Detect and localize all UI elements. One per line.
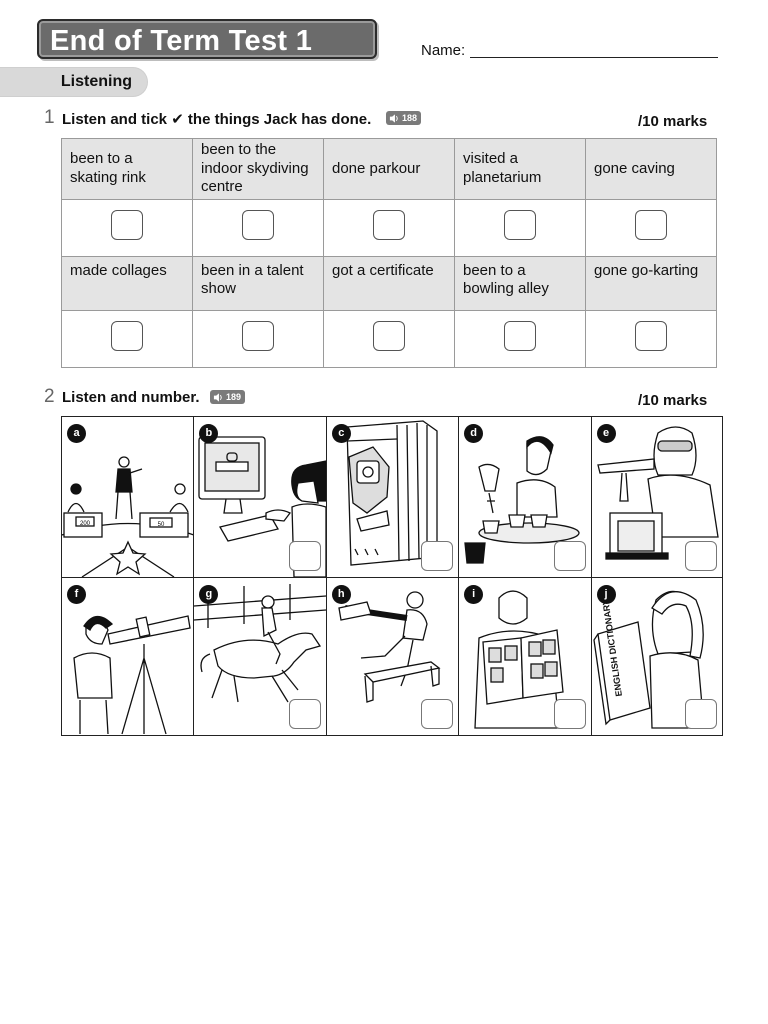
tick-box[interactable] [504,210,536,240]
question-2-instruction: Listen and number. [62,389,200,406]
activity-label: made collages [61,255,193,311]
picture-letter: i [464,585,484,604]
audio-track-189[interactable]: 189 [210,390,246,404]
tick-box[interactable] [242,210,274,240]
picture-letter: a [67,424,86,443]
number-box[interactable] [553,699,586,729]
question-2-marks: /10 marks [638,392,708,409]
picture-letter: c [331,424,351,443]
comic-reading-picture [474,590,564,729]
activities-table: been to a skating rink been to the indoo… [61,138,717,368]
picture-cell-d: d [458,416,591,578]
name-label: Name: [421,42,466,59]
audio-track-number: 189 [226,392,242,402]
tick-box[interactable] [635,321,667,351]
tick-box[interactable] [373,210,405,240]
talent-show-picture: 200 50 [62,456,194,577]
number-box[interactable] [684,541,717,571]
page-title: End of Term Test 1 [37,19,377,59]
picture-cell-j: ENGLISH DICTIONARY j [590,578,723,736]
question-1-number: 1 [44,107,55,128]
question-1-marks: /10 marks [638,113,708,130]
baking-cupcakes-picture [464,436,580,564]
audio-track-number: 188 [402,113,418,123]
number-box[interactable] [421,541,454,571]
tick-box[interactable] [373,321,405,351]
tick-box[interactable] [504,321,536,351]
picture-letter: g [199,585,219,604]
picture-letter: j [596,585,616,604]
audio-track-188[interactable]: 188 [386,111,422,125]
picture-cell-h: h [325,578,459,736]
activity-label: been to the indoor skydiving centre [192,138,324,200]
picture-cell-a: 200 50 a [61,416,194,578]
picture-letter: b [199,424,219,443]
activity-label: gone caving [585,138,717,200]
speaker-icon [389,113,398,123]
name-field[interactable] [470,57,718,58]
question-1-instruction: Listen and tick ✔ the things Jack has do… [62,111,372,128]
parkour-picture [338,591,441,703]
picture-letter: e [596,424,616,443]
number-box[interactable] [553,541,586,571]
tick-box[interactable] [111,210,143,240]
picture-cell-i: i [458,578,591,736]
tick-box[interactable] [635,210,667,240]
picture-grid: 200 50 a b [61,416,723,736]
picture-letter: f [67,585,86,604]
score-label: 200 [80,521,91,527]
horse-riding-picture [194,584,326,703]
picture-letter: h [331,585,351,604]
picture-cell-c: c [325,416,459,578]
speaker-icon [213,392,222,402]
question-2-number: 2 [44,386,55,407]
tick-box[interactable] [242,321,274,351]
picture-cell-e: e [590,416,723,578]
number-box[interactable] [288,699,321,729]
activity-label: got a certificate [323,255,455,311]
tick-box[interactable] [111,321,143,351]
picture-cell-f: f [61,578,194,736]
picture-cell-b: b [193,416,326,578]
number-box[interactable] [421,699,454,729]
score-label: 50 [158,522,165,528]
science-experiment-picture [596,426,719,560]
telescope-picture [73,615,191,735]
number-box[interactable] [684,699,717,729]
activity-label: done parkour [323,138,455,200]
vending-machine-picture [346,420,438,566]
number-box[interactable] [288,541,321,571]
picture-letter: d [464,424,484,443]
activity-label: gone go-karting [585,255,717,311]
activity-label: been to a bowling alley [454,255,586,311]
activity-label: visited a planetarium [454,138,586,200]
activity-label: been in a talent show [192,255,324,311]
section-heading: Listening [0,68,147,96]
activity-label: been to a skating rink [61,138,193,200]
picture-cell-g: g [193,578,326,736]
computer-password-picture [198,436,326,577]
